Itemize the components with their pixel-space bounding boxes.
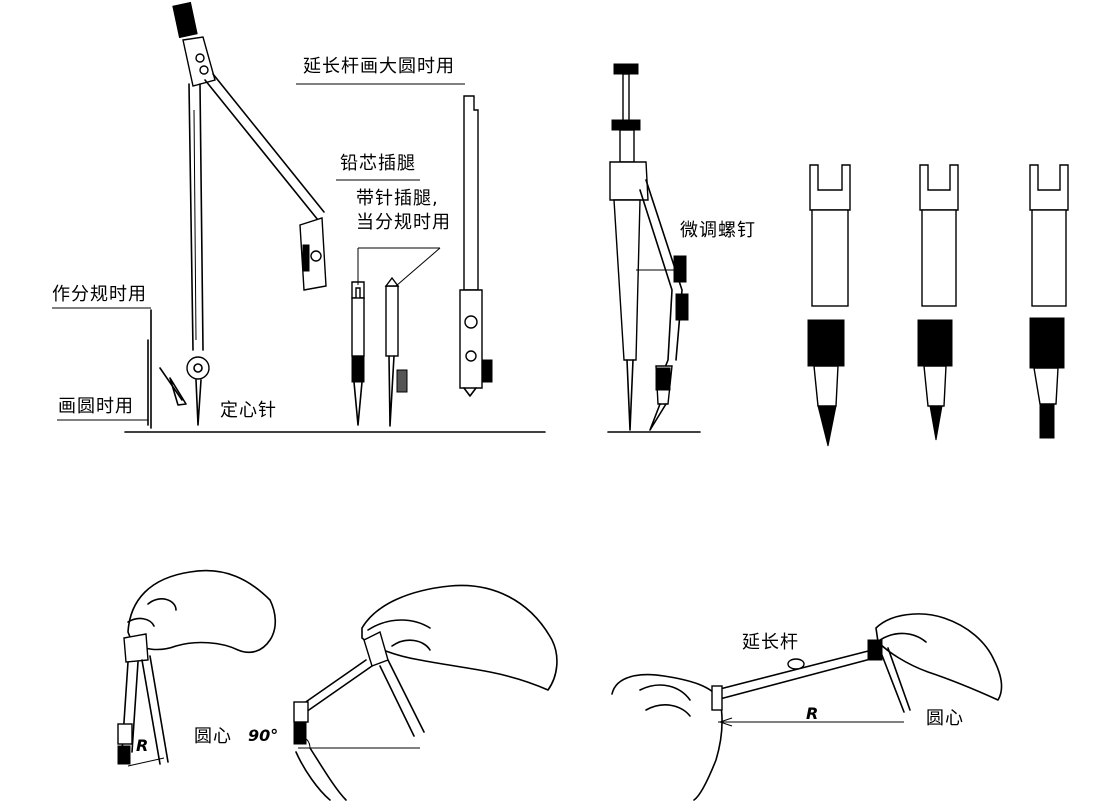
fine-adjust-compass-drawing [607, 63, 701, 433]
center-label-2: 圆心 [926, 708, 964, 729]
fine-adjust-screw-label: 微调螺钉 [680, 220, 756, 241]
radius-label-1: R [136, 736, 149, 755]
needle-insert-leg-label-line1: 带针插腿, [356, 188, 439, 209]
right-angle-label: 90° [248, 726, 279, 745]
extension-bar-label: 延长杆 [742, 632, 799, 653]
center-label-1: 圆心 [194, 726, 232, 747]
hand-compass-wide-drawing [293, 584, 558, 801]
hand-compass-small-drawing [117, 569, 277, 767]
extension-bar-drawing [296, 83, 493, 397]
extension-bar-large-circle-label: 延长杆画大圆时用 [303, 56, 455, 77]
compass-main-drawing [52, 1, 546, 433]
drawing-circle-label: 画圆时用 [58, 396, 134, 417]
needle-insert-leg-label-line2: 当分规时用 [356, 212, 451, 233]
hand-extension-bar-drawing [611, 613, 1003, 801]
three-insert-tips-drawing [807, 164, 1069, 447]
lead-insert-leg-label: 铅芯插腿 [340, 153, 416, 174]
as-divider-label: 作分规时用 [52, 284, 147, 305]
needle-insert-leg-drawing [357, 247, 441, 427]
center-needle-label: 定心针 [220, 400, 277, 421]
lead-insert-leg-drawing [336, 179, 420, 426]
radius-label-2: R [806, 704, 819, 723]
